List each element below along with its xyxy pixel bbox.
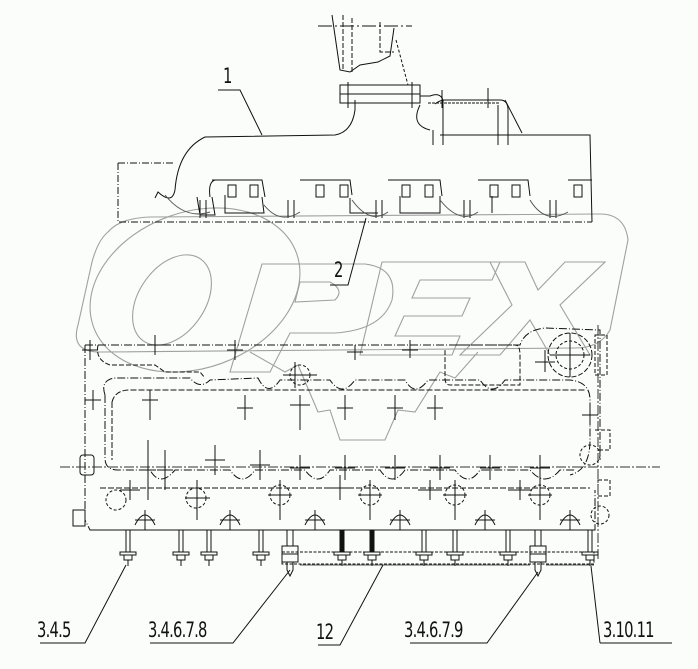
bolt <box>499 529 517 566</box>
bolt <box>581 529 599 566</box>
bolt <box>172 529 190 566</box>
callout-3-4-6-7-9[interactable]: 3.4.6.7.9 <box>404 618 463 642</box>
callout-3-4-5[interactable]: 3.4.5 <box>37 618 71 642</box>
callout-12[interactable]: 12 <box>316 620 334 644</box>
callout-3-10-11[interactable]: 3.10.11 <box>603 618 655 642</box>
bolt <box>333 529 351 566</box>
manifold-ports <box>164 179 592 218</box>
bolt <box>363 529 381 566</box>
stud-large <box>281 529 299 578</box>
gasket-strip <box>281 551 595 565</box>
leader-lines <box>40 89 672 646</box>
bolt <box>446 529 464 566</box>
callout-2[interactable]: 2 <box>334 258 343 282</box>
stud-large <box>529 529 547 578</box>
cylinder-head <box>60 325 660 560</box>
bolts-row <box>119 529 599 578</box>
callout-1[interactable]: 1 <box>223 64 232 88</box>
bolt <box>200 529 218 566</box>
bolt <box>119 529 137 566</box>
bolt <box>415 529 433 566</box>
exhaust-manifold <box>117 14 593 223</box>
callout-3-4-6-7-8[interactable]: 3.4.6.7.8 <box>148 618 207 642</box>
bolt <box>252 529 270 566</box>
